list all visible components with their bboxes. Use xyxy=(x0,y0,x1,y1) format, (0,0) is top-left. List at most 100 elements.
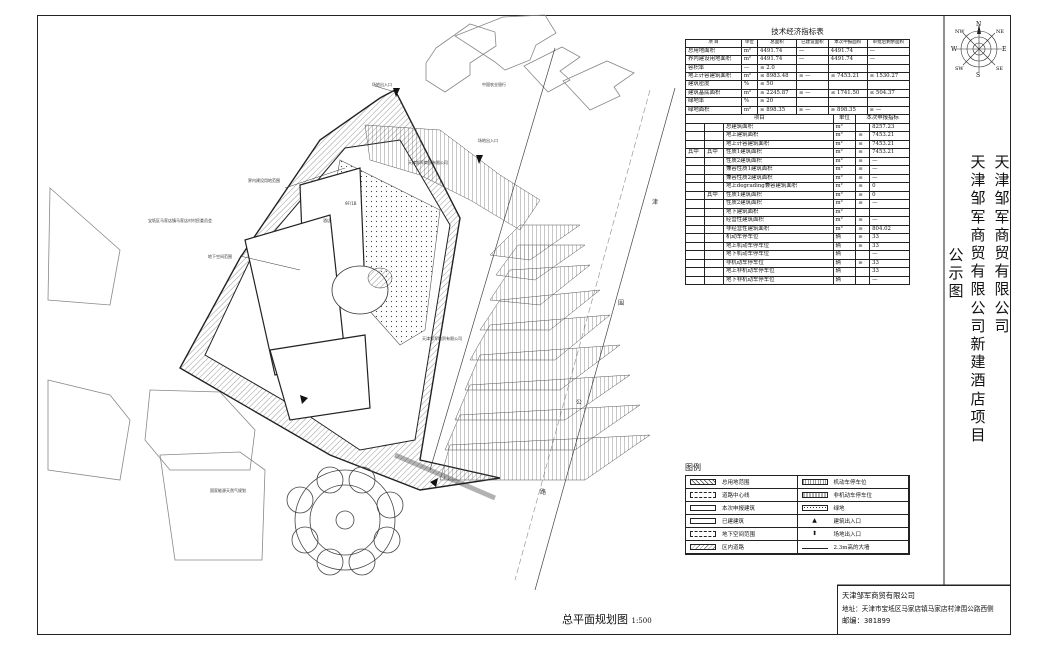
table-cell xyxy=(855,275,871,286)
table-cell: m² xyxy=(832,156,857,167)
table-cell: 7453.21 xyxy=(869,139,910,150)
label-boundary: 界内建设用地范围 xyxy=(248,177,280,183)
table-cell xyxy=(704,173,724,184)
table-cell: 8257.23 xyxy=(869,122,910,133)
table-cell xyxy=(827,80,868,90)
legend-item: 绿地 xyxy=(797,502,909,515)
table-cell: 7453.21 xyxy=(869,148,910,158)
table-row: 容积率—≤ 2.0 xyxy=(685,63,911,74)
table-cell xyxy=(704,267,724,277)
table-cell xyxy=(685,131,705,141)
table-cell xyxy=(795,80,829,90)
table-cell: 绿地面积 xyxy=(685,105,742,116)
legend-thick-icon xyxy=(690,505,716,511)
table-cell: 33 xyxy=(869,267,910,277)
legend-plain-icon xyxy=(690,518,716,524)
table-cell: 33 xyxy=(869,258,910,269)
info-company: 天津邹军商贸有限公司 xyxy=(842,591,915,600)
table-cell: ≤ 2.0 xyxy=(757,63,797,74)
table-cell xyxy=(704,250,724,260)
table-cell: 4491.74 xyxy=(827,46,868,57)
info-address: 地址：天津市宝坻区马家店镇马家店村津围公路西侧 xyxy=(842,604,994,613)
table-cell: 4491.74 xyxy=(827,55,868,65)
compass-se: SE xyxy=(996,66,1003,72)
table-cell xyxy=(704,216,724,226)
table-cell: 7453.21 xyxy=(869,131,910,141)
table-cell: ≤ xyxy=(855,165,871,175)
table-cell xyxy=(704,182,724,192)
label-entrance-1: 场地出入口 xyxy=(372,81,392,87)
table-cell: m² xyxy=(740,55,759,65)
table-cell: % xyxy=(740,97,759,107)
plan-title: 总平面规划图 1:500 xyxy=(562,611,652,627)
plan-scale: 1:500 xyxy=(631,617,652,625)
table-cell: 地上degrading兼容建筑面积 xyxy=(723,182,834,192)
table-cell: ≤ 1530.27 xyxy=(866,72,911,82)
table-cell: ≥ — xyxy=(866,105,911,116)
table-cell xyxy=(685,139,705,150)
table-cell xyxy=(855,267,871,277)
table-cell: 性质1建筑面积 xyxy=(723,190,834,201)
table-cell: — xyxy=(866,46,911,57)
table-cell xyxy=(685,165,705,175)
legend-label: 区内道路 xyxy=(722,545,745,551)
table-cell: ≤ 7453.21 xyxy=(827,72,868,82)
road-char-4: 路 xyxy=(540,488,546,496)
label-floors: 9F/1B xyxy=(345,201,357,206)
table-cell: ≤ — xyxy=(795,72,829,82)
label-entrance-2: 场地出入口 xyxy=(478,137,498,143)
table-row: 地上机动车停车位辆≥33 xyxy=(685,241,910,252)
table-cell: ≥ xyxy=(855,233,871,243)
table-cell: 机动车停车位 xyxy=(723,233,834,243)
table-cell: — xyxy=(869,156,910,167)
table-cell: 辆 xyxy=(832,267,857,277)
table-cell: 兼容性质2建筑面积 xyxy=(723,173,834,184)
table-cell: m² xyxy=(740,72,759,82)
table-cell: ≤ 1741.50 xyxy=(827,88,868,99)
table-cell: 4491.74 xyxy=(757,55,797,65)
table-row: 地下非机动车停车位辆— xyxy=(685,275,910,286)
table2-header-1: 单位 xyxy=(832,114,857,124)
table-cell xyxy=(704,233,724,243)
table-cell: — xyxy=(869,165,910,175)
legend-item: 2.3m高的大墙 xyxy=(797,541,909,554)
table-cell xyxy=(704,122,724,133)
compass-rose-icon: N S W E NW NE SW SE xyxy=(951,21,1006,78)
table-cell: 0 xyxy=(869,190,910,201)
table-cell xyxy=(866,80,911,90)
company-title-vertical: 天津邹军商贸有限公司 xyxy=(994,153,1010,335)
table-cell: 辆 xyxy=(832,258,857,269)
table-cell: 地上机动车停车位 xyxy=(723,241,834,252)
table-cell: — xyxy=(869,275,910,286)
legend-item: 已建建筑 xyxy=(686,515,798,528)
table-row: 地上非机动车停车位辆 33 xyxy=(685,267,910,277)
table-cell xyxy=(685,224,705,235)
table-cell: m² xyxy=(832,131,857,141)
table-cell: 33 xyxy=(869,233,910,243)
table-cell: 0 xyxy=(869,182,910,192)
entrance-arrows xyxy=(300,88,483,487)
table-cell: — xyxy=(869,250,910,260)
table-cell: 性质2建筑面积 xyxy=(723,199,834,209)
table-cell: 辆 xyxy=(832,250,857,260)
table-cell: 辆 xyxy=(832,241,857,252)
table-cell: 地上非机动车停车位 xyxy=(723,267,834,277)
tech-econ-table: 技术经济指标表 项 目单位总面积已建设面积本次申报面积审批后剩余面积 总用地面积… xyxy=(685,28,911,286)
legend-dash-icon xyxy=(690,492,716,498)
table-cell: m² xyxy=(832,122,857,133)
label-commerce-3: 天津邹军商贸有限公司 xyxy=(422,335,462,341)
table-cell xyxy=(685,207,705,218)
label-commerce-2: 天津邹军商贸有限公司 xyxy=(408,159,448,165)
table-cell xyxy=(795,97,829,107)
compass-ne: NE xyxy=(996,29,1004,35)
